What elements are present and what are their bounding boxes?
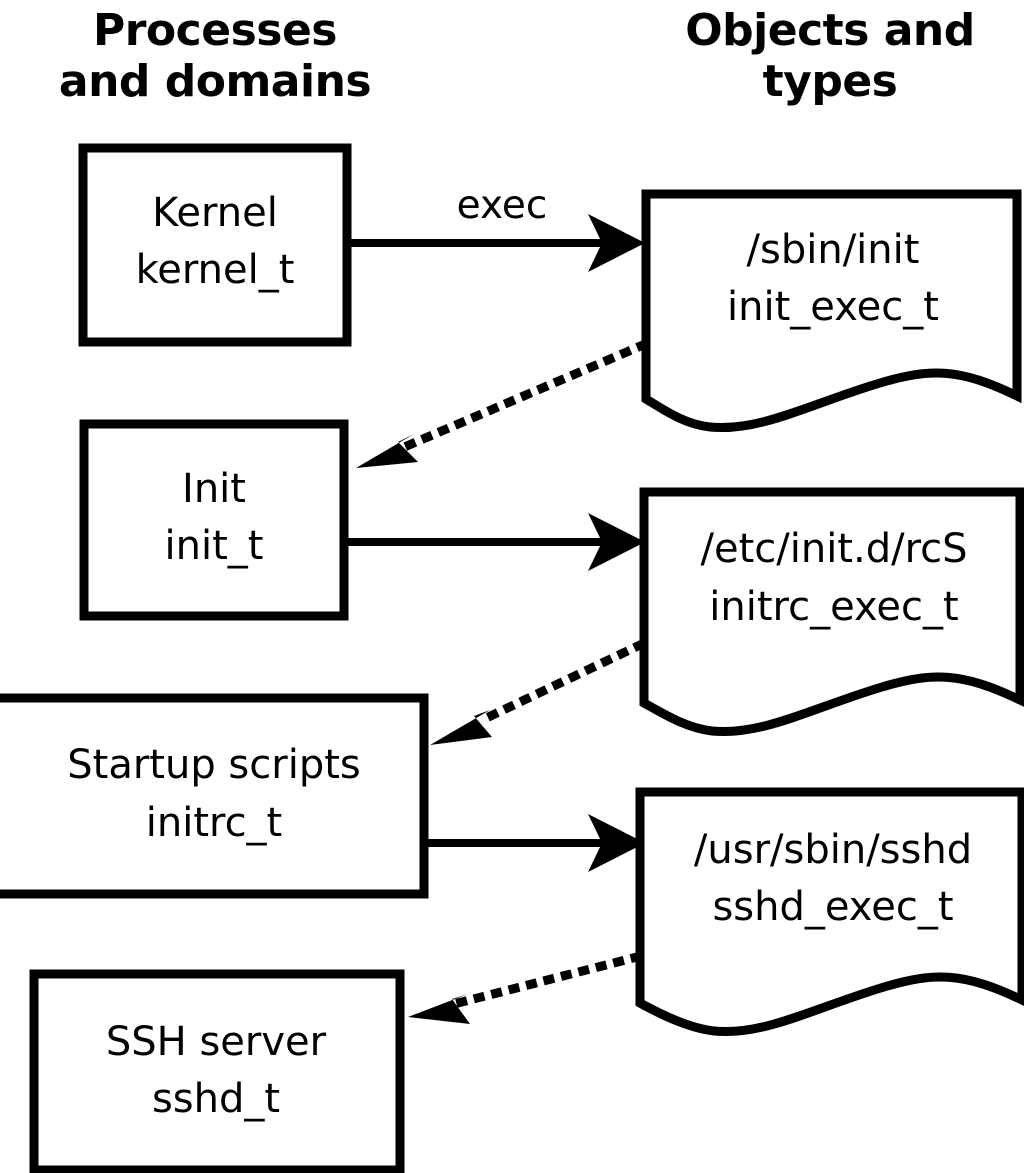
node-usr-sbin-sshd[interactable]: /usr/sbin/sshd sshd_exec_t (635, 787, 1024, 1037)
node-startup-scripts-box[interactable] (0, 693, 429, 899)
node-init[interactable]: Init init_t (79, 419, 349, 621)
node-usr-sbin-sshd-line1: /usr/sbin/sshd (694, 827, 972, 873)
node-etc-initd-rcs-line1: /etc/init.d/rcS (700, 526, 967, 572)
arrowhead-dotted (430, 710, 492, 745)
node-startup-scripts-line1: Startup scripts (67, 742, 360, 788)
node-sbin-init-line2: init_exec_t (727, 284, 939, 330)
node-init-line1: Init (182, 466, 246, 512)
edge-kernel-exec-init-exec: exec (350, 183, 645, 272)
node-init-box[interactable] (79, 419, 349, 621)
node-sbin-init-line1: /sbin/init (747, 227, 920, 273)
node-ssh-server-line1: SSH server (106, 1019, 327, 1065)
arrowhead-solid (588, 214, 645, 272)
node-kernel-line2: kernel_t (136, 247, 295, 293)
edge-init-exec-initrc-exec (348, 513, 645, 571)
node-etc-initd-rcs[interactable]: /etc/init.d/rcS initrc_exec_t (639, 487, 1024, 737)
edge-sshd-exec-transition-sshd (408, 951, 643, 1024)
arrowhead-dotted (408, 994, 470, 1024)
edge-line-dotted (472, 639, 646, 728)
node-etc-initd-rcs-line2: initrc_exec_t (709, 584, 958, 630)
arrowhead-solid (588, 814, 645, 872)
edge-initrc-exec-transition-initrc (430, 639, 646, 745)
edge-line-dotted (396, 339, 649, 454)
node-startup-scripts[interactable]: Startup scripts initrc_t (0, 693, 429, 899)
node-usr-sbin-sshd-document-shape[interactable] (635, 787, 1024, 1037)
node-usr-sbin-sshd-line2: sshd_exec_t (712, 884, 953, 930)
node-sbin-init-document-shape[interactable] (641, 189, 1022, 433)
node-etc-initd-rcs-document-shape[interactable] (639, 487, 1024, 737)
node-kernel-line1: Kernel (152, 190, 278, 236)
edge-init-exec-transition-init (356, 339, 649, 468)
column-header-processes-line1: Processes (93, 5, 337, 56)
node-ssh-server-box[interactable] (29, 969, 405, 1173)
node-kernel-box[interactable] (78, 143, 352, 347)
node-startup-scripts-line2: initrc_t (146, 800, 283, 846)
column-header-objects-line1: Objects and (685, 5, 974, 56)
node-ssh-server-line2: sshd_t (152, 1076, 280, 1122)
node-kernel[interactable]: Kernel kernel_t (78, 143, 352, 347)
edge-line-dotted (452, 951, 643, 1009)
node-init-line2: init_t (165, 523, 264, 569)
edge-label-exec: exec (457, 183, 548, 228)
arrowhead-dotted (356, 434, 418, 468)
node-ssh-server[interactable]: SSH server sshd_t (29, 969, 405, 1173)
column-header-processes-line2: and domains (59, 56, 371, 107)
edge-initrc-exec-sshd-exec (428, 814, 645, 872)
column-header-objects-line2: types (763, 56, 898, 107)
arrowhead-solid (588, 513, 645, 571)
node-sbin-init[interactable]: /sbin/init init_exec_t (641, 189, 1022, 433)
